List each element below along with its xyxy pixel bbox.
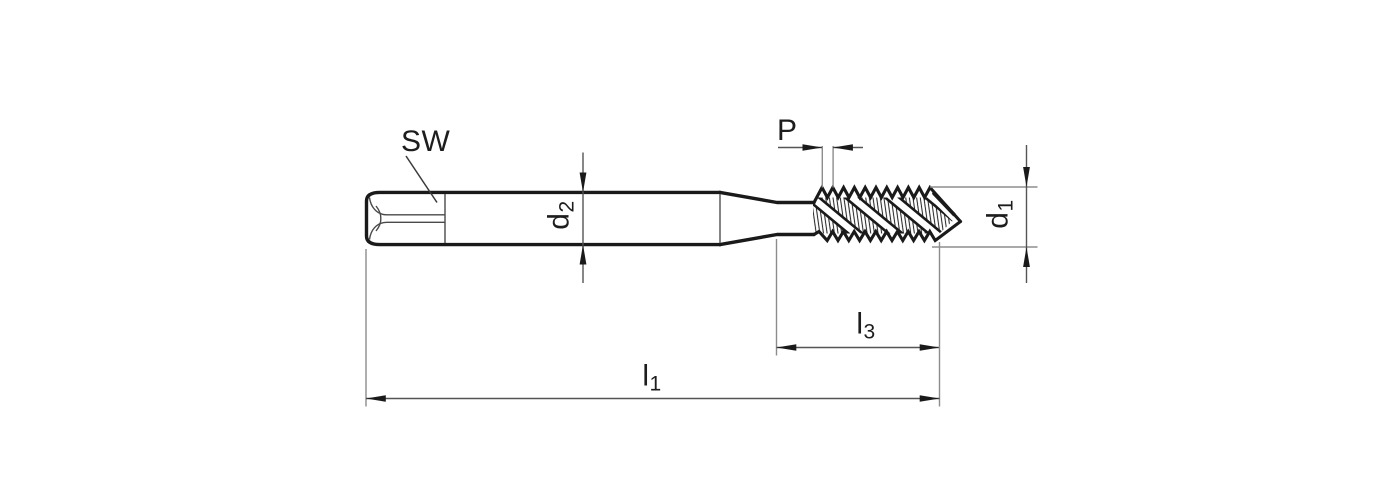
dim-d1: [930, 145, 1038, 283]
dim-p: [778, 144, 863, 188]
label-d2: d2: [542, 200, 579, 230]
sw-leader-line: [405, 155, 438, 203]
label-sw: SW: [401, 125, 451, 158]
label-l1: l1: [642, 359, 662, 396]
chamfer-tip: [932, 191, 956, 217]
dim-l1: [365, 242, 941, 407]
label-l3: l3: [856, 307, 876, 344]
dim-d2: [579, 152, 587, 283]
square-drive-detail: [368, 194, 446, 243]
label-d1: d1: [981, 199, 1018, 229]
label-p: P: [777, 114, 798, 147]
tap-shank-outline: [364, 190, 816, 247]
thread-profile: [812, 184, 963, 244]
dim-l3: [775, 239, 940, 356]
